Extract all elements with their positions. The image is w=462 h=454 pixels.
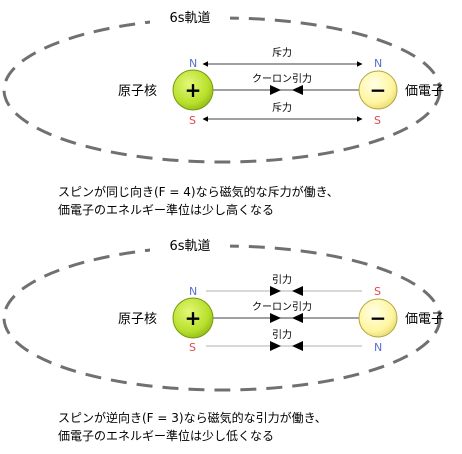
nucleus-pole-bottom: S	[189, 114, 196, 127]
orbit-label: 6s軌道	[169, 10, 210, 26]
nucleus-pole-top: N	[189, 285, 197, 298]
electron-pole-bottom: S	[374, 114, 381, 127]
bottom-attract-arrowhead-right	[292, 341, 303, 351]
panel-same-spin: 6s軌道 斥力 クーロン引力 斥力 原子核 + N S − 価電子 N S スピ…	[2, 7, 444, 217]
orbit-label: 6s軌道	[169, 238, 210, 254]
electron-sphere	[358, 70, 398, 110]
nucleus-label: 原子核	[118, 312, 157, 327]
bottom-force-label: 引力	[272, 328, 292, 341]
orbit-label-backdrop	[150, 235, 230, 255]
coulomb-arrowhead-left	[270, 85, 281, 95]
electron-sign: −	[370, 78, 387, 102]
nucleus-sphere	[172, 69, 214, 111]
caption-line-2: 価電子のエネルギー準位は少し高くなる	[58, 202, 274, 217]
caption-line-1: スピンが同じ向き(F = 4)なら磁気的な斥力が働き、	[58, 184, 339, 199]
top-force-label: 斥力	[272, 46, 292, 59]
nucleus-sign: +	[185, 78, 202, 102]
nucleus-label: 原子核	[118, 84, 157, 99]
coulomb-label: クーロン引力	[252, 300, 312, 313]
top-force-label: 引力	[272, 273, 292, 286]
caption-line-2: 価電子のエネルギー準位は少し低くなる	[58, 428, 274, 443]
orbit-label-backdrop	[150, 7, 230, 27]
coulomb-arrowhead-right	[292, 85, 303, 95]
orbit-ellipse	[2, 16, 442, 164]
bottom-force-label: 斥力	[272, 101, 292, 114]
panel-opposite-spin: 6s軌道 引力 クーロン引力 引力 原子核 + N S − 価電子 S N スピ…	[2, 235, 444, 443]
electron-label: 価電子	[405, 84, 444, 99]
nucleus-sign: +	[185, 306, 202, 330]
coulomb-arrowhead-left	[270, 313, 281, 323]
electron-label: 価電子	[405, 312, 444, 327]
electron-pole-bottom: N	[374, 341, 382, 354]
top-attract-arrowhead-left	[270, 286, 281, 296]
nucleus-pole-top: N	[189, 57, 197, 70]
nucleus-pole-bottom: S	[189, 341, 196, 354]
electron-pole-top: N	[374, 57, 382, 70]
caption-line-1: スピンが逆向き(F = 3)なら磁気的な引力が働き、	[58, 410, 327, 425]
electron-pole-top: S	[374, 285, 381, 298]
electron-sign: −	[370, 306, 387, 330]
bottom-attract-arrowhead-left	[270, 341, 281, 351]
top-attract-arrowhead-right	[292, 286, 303, 296]
orbit-ellipse	[2, 244, 442, 392]
coulomb-arrowhead-right	[292, 313, 303, 323]
electron-sphere	[358, 298, 398, 338]
nucleus-sphere	[172, 297, 214, 339]
coulomb-label: クーロン引力	[252, 72, 312, 85]
